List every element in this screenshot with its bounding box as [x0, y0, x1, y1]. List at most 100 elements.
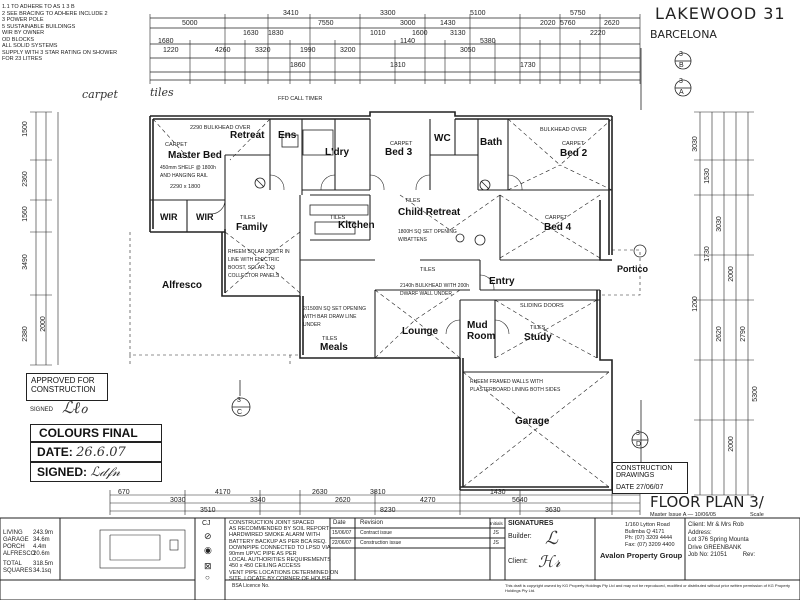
company-block: 1/160 Lytton Road Bulimba Q 4171 Ph: (07… [625, 522, 675, 548]
top-dim: 3320 [255, 47, 271, 54]
scale-label: Scale [750, 512, 764, 518]
revision-header-date: Date [333, 520, 346, 526]
top-dim: 2620 [604, 20, 620, 27]
sliding-note: SLIDING DOORS [520, 303, 564, 309]
top-dim: 3000 [400, 20, 416, 27]
left-dim: 2360 [21, 171, 29, 187]
room-portico: Portico [617, 264, 649, 274]
top-dim: 5000 [182, 20, 198, 27]
construction-notes: CONSTRUCTION JOINT SPACED AS RECOMMENDED… [229, 520, 339, 582]
builder-signature: ℒ [545, 528, 558, 549]
top-left-notes: 1.1 TO ADHERE TO AS 1 3 B 2 SEE BRACING … [2, 4, 118, 62]
downpipe-icon: ◉ [204, 545, 212, 555]
top-dim: 1430 [440, 20, 456, 27]
room-bed4: Bed 4 [544, 222, 572, 233]
signatures-title: SIGNATURES [508, 520, 554, 527]
floor-plan-title: FLOOR PLAN 3/ [650, 493, 764, 511]
right-dim: 2620 [715, 326, 723, 342]
tiles-handwritten: tiles [150, 86, 174, 99]
room-wc: WC [434, 133, 451, 144]
top-dim: 1140 [400, 38, 416, 45]
room-retreat: Retreat [230, 130, 265, 141]
room-laundry: L'dry [325, 147, 350, 158]
tiles-label: TILES [420, 267, 436, 273]
revision-row-init: JS [493, 540, 499, 546]
top-dim: 1680 [158, 38, 174, 45]
room-bath: Bath [480, 137, 503, 148]
tiles-label: TILES [322, 336, 338, 342]
top-dim: 1600 [412, 30, 428, 37]
bottom-dim: 4270 [420, 497, 436, 504]
bottom-dim: 3810 [370, 489, 386, 496]
signed-signature: ℒ𝒹𝒻𝓃 [90, 465, 121, 480]
left-dim: 2380 [21, 326, 29, 342]
company-name: Avalon Property Group [600, 551, 683, 560]
top-dim: 3300 [380, 10, 396, 17]
bottom-dim: 4170 [215, 489, 231, 496]
colours-final-stamp: COLOURS FINAL [30, 424, 162, 442]
room-bed3: Bed 3 [385, 147, 413, 158]
top-dim: 1860 [290, 62, 306, 69]
room-master-bed: Master Bed [168, 150, 222, 161]
carpet-label: CARPET [390, 141, 413, 147]
bottom-dim: 3630 [545, 507, 561, 514]
revision-row-date: 22/06/07 [332, 540, 352, 546]
solar-note: RHEEM SOLAR 300LTR IN LINE WITH ELECTRIC… [228, 249, 290, 279]
lakewood-title: LAKEWOOD 31 [655, 4, 786, 23]
construction-drawings-stamp: CONSTRUCTION DRAWINGS DATE 27/06/07 [612, 462, 688, 494]
revision-header-text: Revision [360, 520, 384, 526]
top-dim: 1010 [370, 30, 386, 37]
top-dim: 5750 [570, 10, 586, 17]
client-signature: ℋ𝓇 [538, 552, 561, 571]
approved-stamp: APPROVED FOR CONSTRUCTION [26, 373, 108, 401]
bottom-dim: 670 [118, 489, 130, 496]
area-row: SQUARES34.1sq [3, 568, 52, 574]
room-meals: Meals [320, 342, 348, 353]
bottom-dim: 5640 [512, 497, 528, 504]
room-family: Family [236, 222, 268, 233]
carpet-label: CARPET [165, 142, 188, 148]
right-dim: 1530 [703, 168, 711, 184]
tiles-label: TILES [530, 325, 546, 331]
garage-wall-note: RHEEM FRAMED WALLS WITH PLASTERBOARD LIN… [470, 379, 561, 393]
top-dim: 1730 [520, 62, 536, 69]
tiles-label: TILES [240, 215, 256, 221]
top-dim: 3050 [460, 47, 476, 54]
left-dim: 2000 [39, 316, 47, 332]
tiles-label: TILES [330, 215, 346, 221]
carpet-label: CARPET [545, 215, 568, 221]
room-wir: WIR [160, 212, 178, 222]
section-marker-3c: C [237, 409, 243, 416]
right-dim: 2000 [727, 266, 735, 282]
section-marker-3d: D [636, 441, 642, 448]
bulkhead-note: 2290 BULKHEAD OVER [190, 125, 251, 131]
revision-row-text: Contract issue [360, 530, 392, 536]
top-dim: 3200 [340, 47, 356, 54]
right-dim: 1200 [691, 296, 699, 312]
right-dim: 2000 [727, 436, 735, 452]
revision-row-date: 15/06/07 [332, 530, 352, 536]
ffd-note: FFD CALL TIMER [278, 96, 323, 102]
bottom-dim: 1430 [490, 489, 506, 496]
carpet-label: CARPET [562, 141, 585, 147]
date-stamp: DATE: 26.6.07 [30, 442, 162, 462]
right-dim: 2790 [739, 326, 747, 342]
room-mud-room: Mud Room [467, 320, 496, 342]
top-dim: 3410 [283, 10, 299, 17]
section-marker-3a: 3 [679, 78, 683, 85]
room-kitchen: Kitchen [338, 220, 375, 231]
room-bed2: Bed 2 [560, 148, 588, 159]
top-dim: 1220 [163, 47, 179, 54]
room-child-retreat: Child Retreat [398, 207, 461, 218]
section-marker-3d: 3 [636, 430, 640, 437]
smoke-alarm-icon: ⊘ [204, 531, 212, 541]
section-marker-3b: B [679, 62, 684, 69]
bulkhead-mw-note: 2140h BULKHEAD WITH 200h DWARF WALL UNDE… [400, 283, 469, 297]
signature-scribble: ℒℓℴ [62, 398, 88, 417]
ceiling-access-icon: ⊠ [204, 561, 212, 571]
